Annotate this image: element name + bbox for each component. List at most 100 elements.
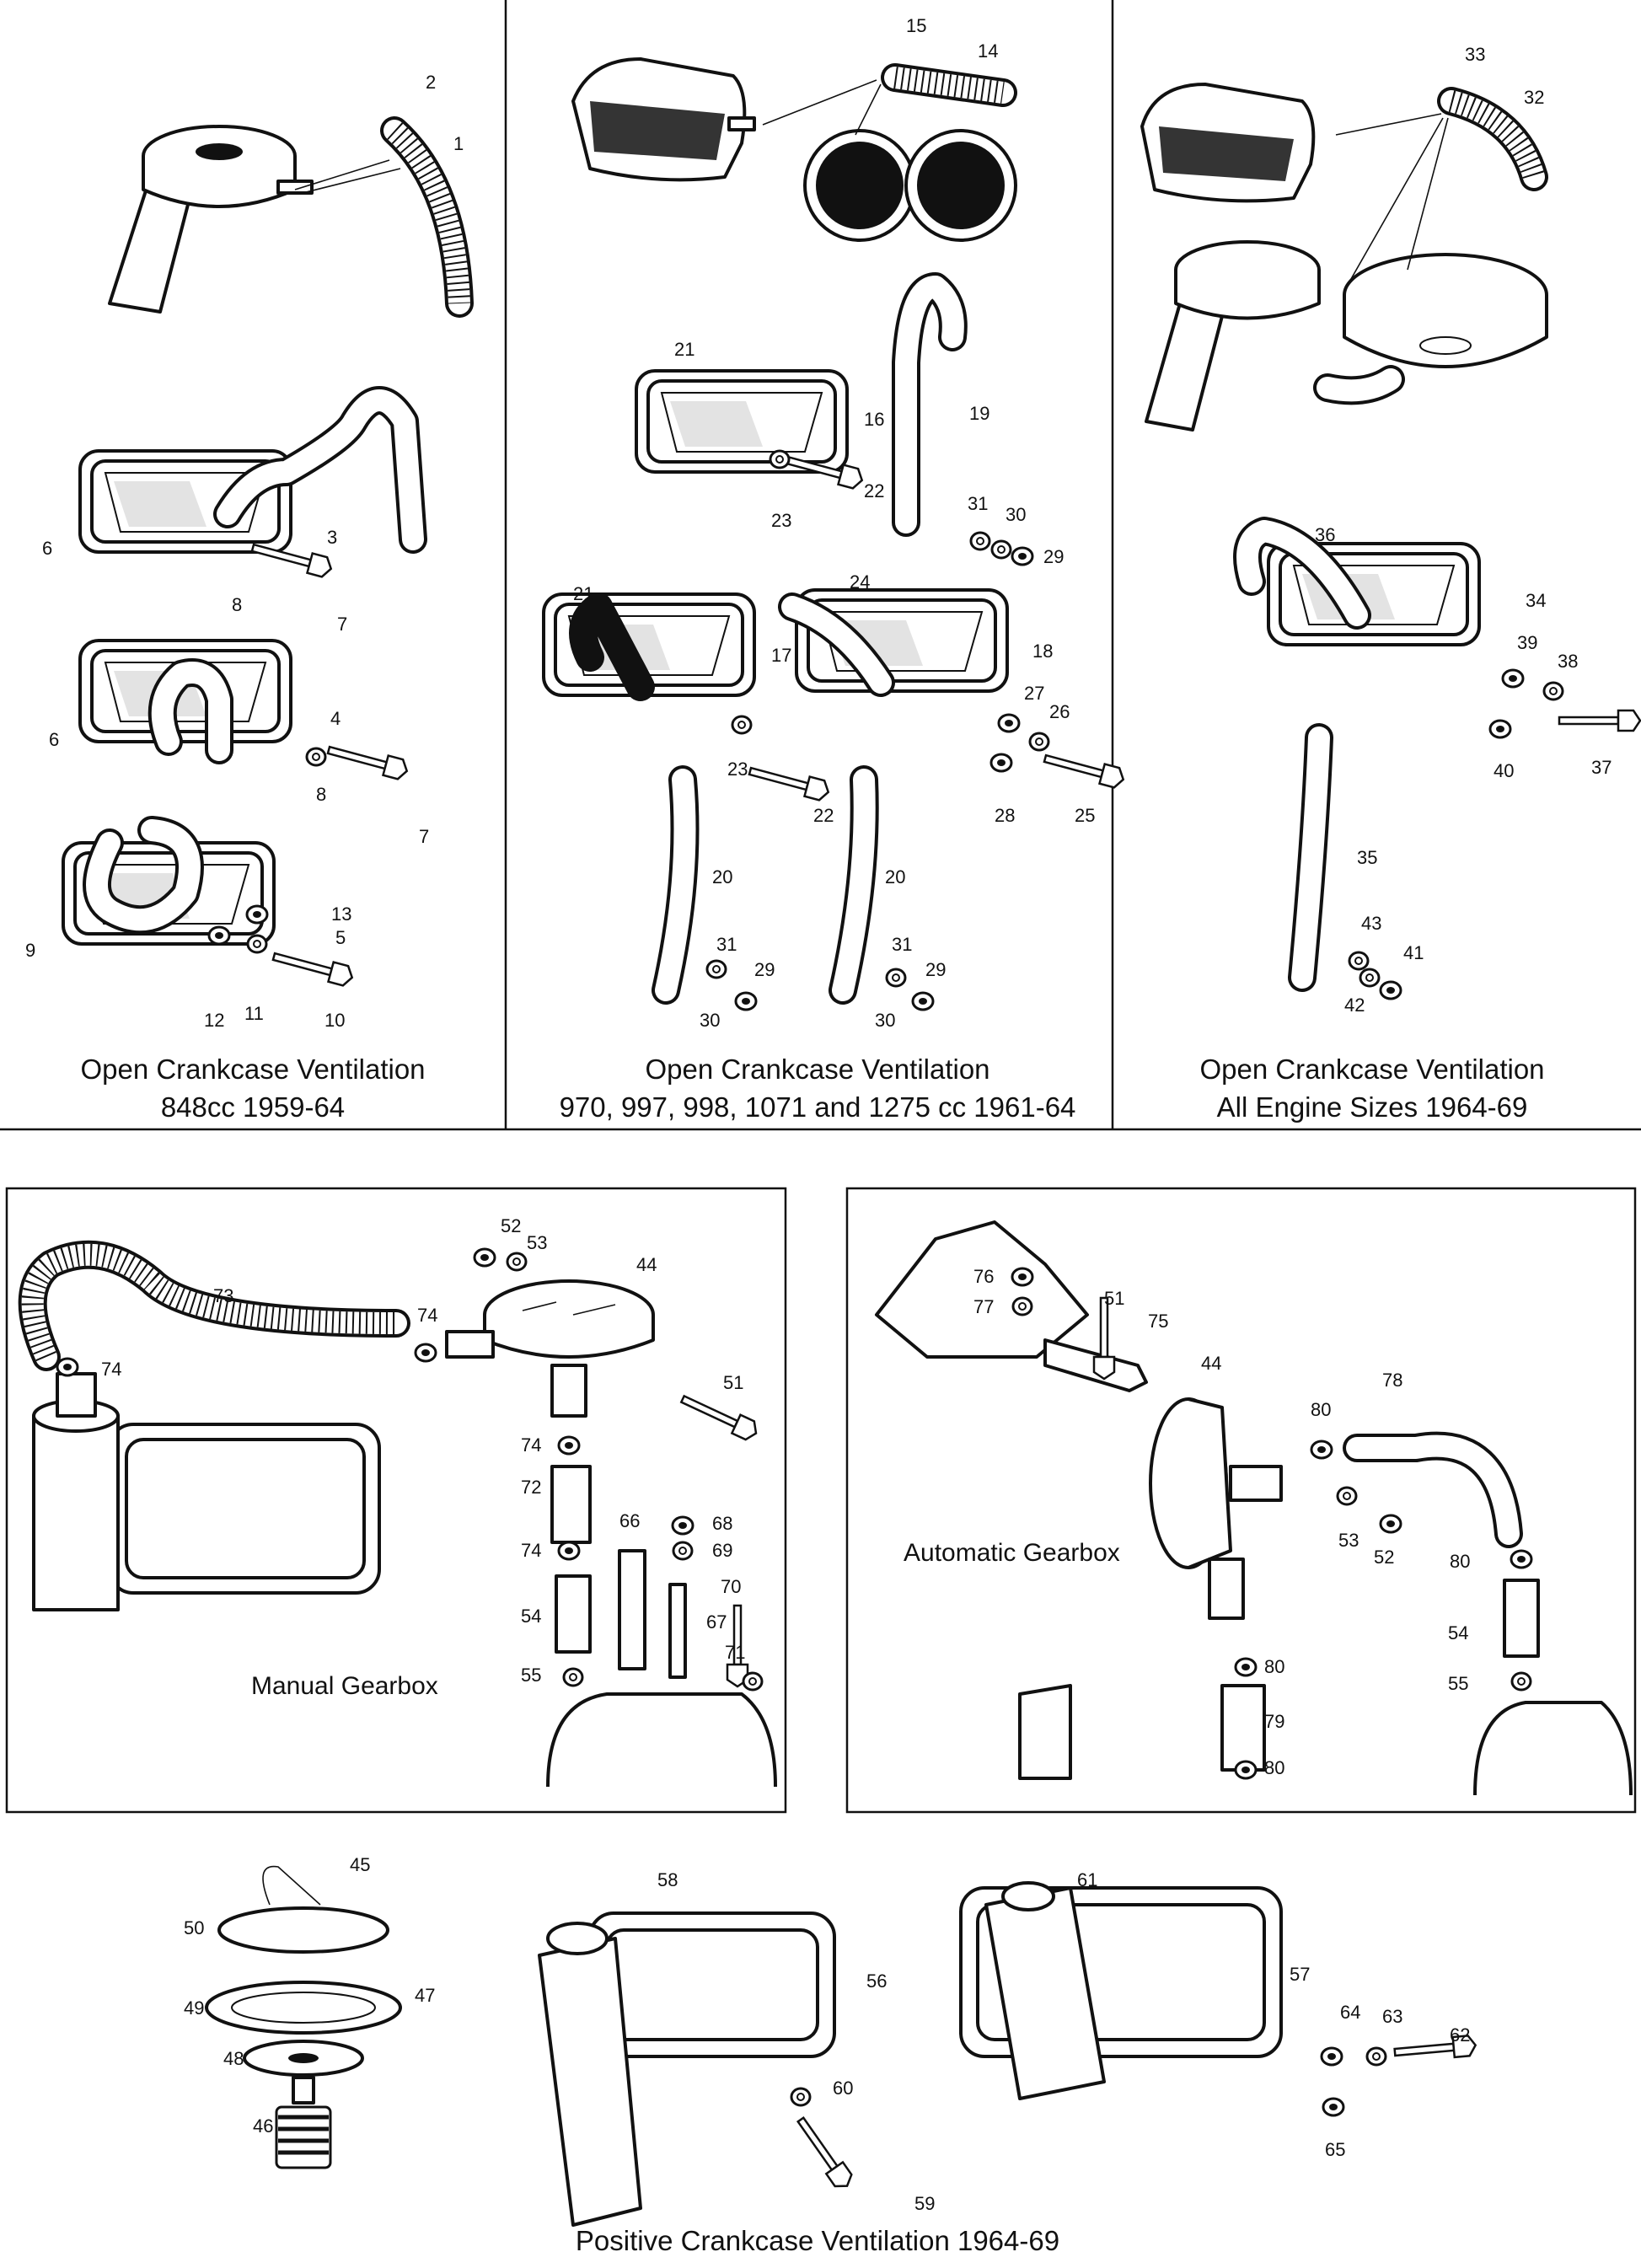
callout-66: 66 bbox=[619, 1510, 640, 1531]
label-automatic-gearbox: Automatic Gearbox bbox=[904, 1539, 1120, 1567]
callout-14: 14 bbox=[978, 40, 998, 62]
breather-hose-icon bbox=[380, 116, 474, 318]
callout-22a: 22 bbox=[864, 480, 884, 501]
panel-automatic-gearbox: 44 51 52 53 54 55 75 76 77 78 79 80 80 8… bbox=[875, 1220, 1633, 1796]
callout-26: 26 bbox=[1049, 701, 1070, 722]
callout-60: 60 bbox=[833, 2078, 853, 2099]
rocker-cover-icon bbox=[78, 639, 292, 743]
nut-icon bbox=[557, 1435, 581, 1456]
callout-73: 73 bbox=[213, 1285, 233, 1306]
callout-33: 33 bbox=[1465, 44, 1485, 65]
callout-23b: 23 bbox=[727, 759, 748, 780]
nut-icon bbox=[1011, 546, 1034, 566]
callout-74b: 74 bbox=[417, 1305, 437, 1326]
nut-icon bbox=[245, 904, 269, 925]
washer-icon bbox=[1336, 1486, 1358, 1506]
stud-icon bbox=[668, 1583, 687, 1679]
callout-42: 42 bbox=[1344, 995, 1365, 1016]
callout-59: 59 bbox=[914, 2193, 935, 2214]
spring-icon bbox=[275, 2105, 332, 2169]
callout-39: 39 bbox=[1517, 632, 1537, 653]
callout-21a: 21 bbox=[674, 339, 694, 360]
hose-connector-icon bbox=[1220, 1684, 1266, 1772]
washer-icon bbox=[506, 1252, 528, 1272]
callout-38: 38 bbox=[1558, 651, 1578, 672]
callout-17: 17 bbox=[771, 645, 791, 666]
callout-6b: 6 bbox=[49, 729, 59, 750]
callout-57: 57 bbox=[1290, 1964, 1310, 1985]
callout-3: 3 bbox=[327, 527, 337, 548]
callout-47: 47 bbox=[415, 1985, 435, 2006]
callout-53: 53 bbox=[1338, 1530, 1359, 1551]
callout-36: 36 bbox=[1315, 524, 1335, 545]
bracket-icon bbox=[618, 1549, 646, 1670]
nut-icon bbox=[989, 753, 1013, 773]
banjo-union-icon bbox=[555, 1574, 592, 1654]
washer-icon bbox=[885, 968, 907, 988]
callout-21b: 21 bbox=[573, 583, 593, 604]
nut-icon bbox=[1011, 1267, 1034, 1287]
callout-54: 54 bbox=[1448, 1622, 1468, 1643]
washer-icon bbox=[1011, 1296, 1033, 1316]
nut-icon bbox=[1322, 2097, 1345, 2117]
rocker-cover-icon bbox=[635, 369, 849, 474]
panel-pcv: 45 46 47 48 49 50 56 57 58 59 60 61 62 6… bbox=[184, 1854, 1477, 2256]
oil-filler-cap-icon bbox=[1145, 240, 1321, 432]
callout-12: 12 bbox=[204, 1010, 224, 1031]
caption-ocv-848-line2: 848cc 1959-64 bbox=[161, 1091, 345, 1123]
nut-icon bbox=[557, 1541, 581, 1561]
nut-icon bbox=[1510, 1549, 1533, 1569]
callout-71: 71 bbox=[725, 1642, 745, 1663]
callout-63: 63 bbox=[1382, 2006, 1402, 2027]
nut-icon bbox=[911, 991, 935, 1011]
caption-ocv-all-line1: Open Crankcase Ventilation bbox=[1199, 1054, 1544, 1085]
callout-8a: 8 bbox=[232, 594, 242, 615]
callout-4: 4 bbox=[330, 708, 341, 729]
callout-80d: 80 bbox=[1264, 1757, 1284, 1778]
callout-49: 49 bbox=[184, 1997, 204, 2019]
washer-icon bbox=[562, 1667, 584, 1687]
callout-80a: 80 bbox=[1311, 1399, 1331, 1420]
hose-connector-icon bbox=[550, 1465, 592, 1544]
callout-70: 70 bbox=[721, 1576, 741, 1597]
callout-80c: 80 bbox=[1264, 1656, 1284, 1677]
washer-icon bbox=[1542, 681, 1564, 701]
callout-44: 44 bbox=[636, 1254, 657, 1275]
nut-icon bbox=[1234, 1760, 1258, 1780]
nut-icon bbox=[207, 925, 231, 946]
nut-icon bbox=[1488, 719, 1512, 739]
callout-34: 34 bbox=[1526, 590, 1546, 611]
callout-27: 27 bbox=[1024, 683, 1044, 704]
callout-65: 65 bbox=[1325, 2139, 1345, 2160]
bolt-icon bbox=[746, 760, 833, 803]
callout-10: 10 bbox=[324, 1010, 345, 1031]
callout-16: 16 bbox=[864, 409, 884, 430]
washer-icon bbox=[1348, 951, 1370, 971]
washer-icon bbox=[246, 934, 268, 954]
callout-23a: 23 bbox=[771, 510, 791, 531]
callout-1: 1 bbox=[453, 133, 464, 154]
rocker-cover-icon bbox=[108, 1423, 381, 1595]
callout-29b: 29 bbox=[754, 959, 775, 980]
washer-icon bbox=[790, 2087, 812, 2107]
nut-icon bbox=[473, 1247, 496, 1268]
callout-76: 76 bbox=[973, 1266, 994, 1287]
callout-32: 32 bbox=[1524, 87, 1544, 108]
callout-62: 62 bbox=[1450, 2024, 1470, 2045]
washer-icon bbox=[769, 449, 791, 469]
callout-31b: 31 bbox=[716, 934, 737, 955]
nut-icon bbox=[414, 1343, 437, 1363]
callout-29a: 29 bbox=[1043, 546, 1064, 567]
callout-2: 2 bbox=[426, 72, 436, 93]
caption-ocv-970-line2: 970, 997, 998, 1071 and 1275 cc 1961-64 bbox=[560, 1091, 1076, 1123]
caption-ocv-all-line2: All Engine Sizes 1964-69 bbox=[1217, 1091, 1528, 1123]
air-cleaner-icon bbox=[1140, 83, 1316, 203]
callout-7a: 7 bbox=[337, 614, 347, 635]
oil-filler-cap-icon bbox=[32, 1372, 120, 1611]
caption-pcv: Positive Crankcase Ventilation 1964-69 bbox=[576, 2225, 1059, 2256]
callout-41: 41 bbox=[1403, 942, 1424, 963]
callout-51: 51 bbox=[1104, 1288, 1124, 1309]
callout-80b: 80 bbox=[1450, 1551, 1470, 1572]
callout-79: 79 bbox=[1264, 1711, 1284, 1732]
